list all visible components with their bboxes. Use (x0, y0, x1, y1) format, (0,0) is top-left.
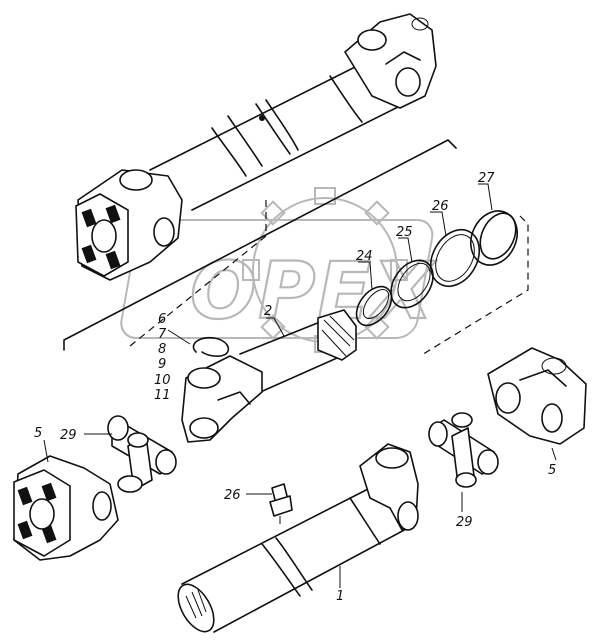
watermark-logo: OPEX (120, 187, 437, 353)
callout-29-left: 29 (60, 428, 77, 443)
spline-yoke (181, 309, 357, 443)
callout-26: 26 (432, 199, 449, 214)
callout-10: 10 (154, 373, 171, 388)
callout-25: 25 (396, 225, 413, 240)
assembled-shaft (75, 13, 437, 281)
callout-2: 2 (264, 304, 272, 319)
callout-9: 9 (158, 357, 166, 372)
callout-24: 24 (356, 249, 373, 264)
flange-yoke-left (13, 455, 119, 561)
seal-ring-26 (429, 228, 481, 288)
callouts: 27 26 25 24 2 6 7 8 9 10 11 5 29 26 5 29… (34, 171, 556, 604)
group-box (129, 200, 529, 357)
callout-8: 8 (158, 342, 166, 357)
flange-yoke-right (487, 347, 587, 445)
seal-ring-24 (355, 285, 393, 327)
callout-7: 7 (158, 327, 167, 342)
callout-5-left: 5 (34, 426, 42, 441)
callout-11: 11 (154, 388, 171, 403)
universal-joint-cross-right (428, 412, 499, 488)
universal-joint-cross-left (107, 415, 177, 493)
seal-ring-27 (470, 210, 518, 266)
callout-27: 27 (478, 171, 495, 186)
callout-5-right: 5 (548, 463, 556, 478)
shaft-tube (177, 443, 419, 633)
callout-6: 6 (158, 312, 166, 327)
watermark-text: OPEX (190, 247, 437, 337)
leader-lines (43, 183, 557, 588)
callout-29-right: 29 (456, 515, 473, 530)
callout-26-fitting: 26 (224, 488, 241, 503)
grease-fitting (269, 483, 293, 524)
seal-ring-25 (390, 259, 434, 309)
snap-ring (192, 336, 230, 357)
callout-1: 1 (336, 589, 344, 604)
bracket-line (63, 139, 457, 351)
